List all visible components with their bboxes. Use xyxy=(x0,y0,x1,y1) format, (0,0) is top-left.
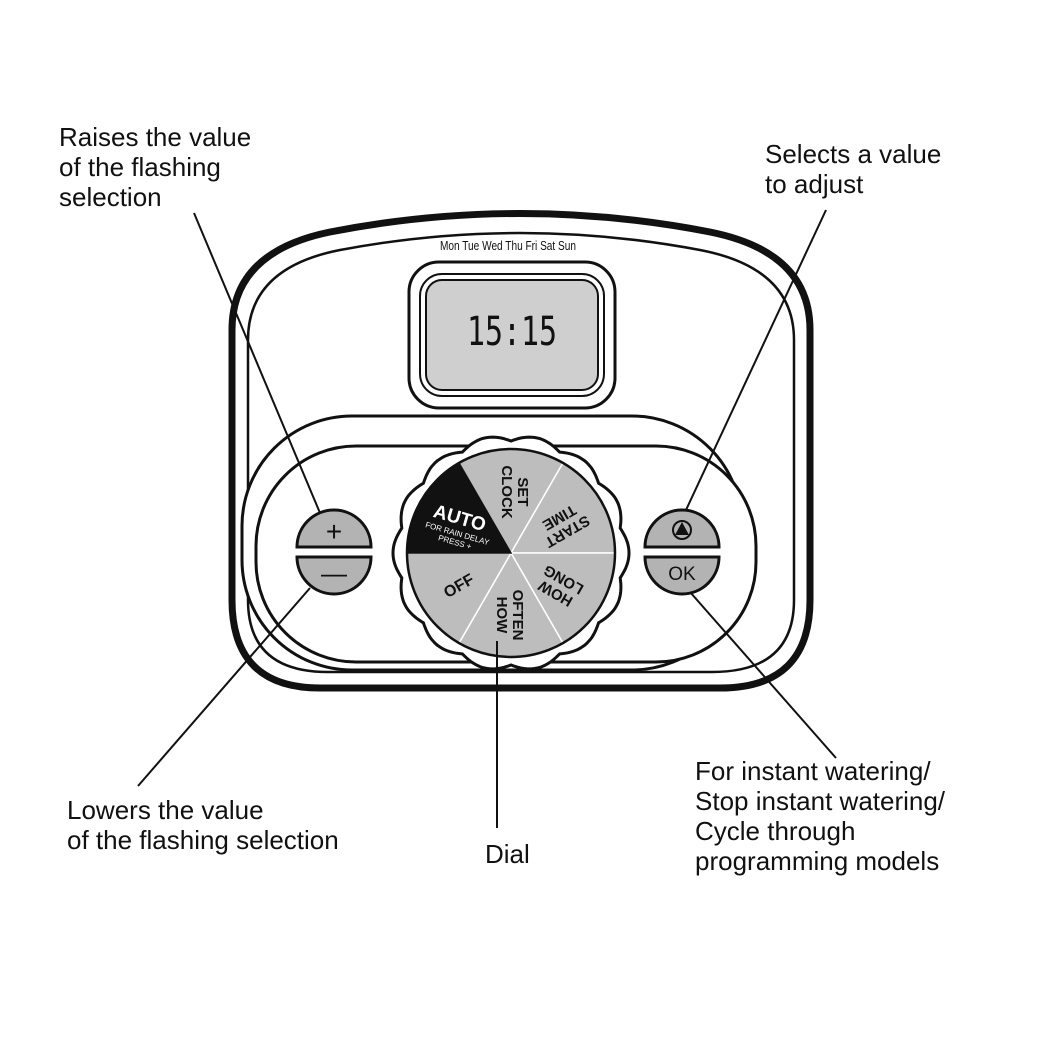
callout-raise-line-1: Raises the value xyxy=(59,122,252,152)
how-often-text-2: OFTEN xyxy=(509,590,526,641)
set-clock-label: SET CLOCK xyxy=(498,465,531,518)
callout-raise: Raises the value of the flashing selecti… xyxy=(59,122,251,212)
callout-instant: For instant watering/ Stop instant water… xyxy=(695,756,945,876)
dial-face-outline xyxy=(405,447,617,659)
callout-raise-line-2: of the flashing xyxy=(59,152,221,182)
clock-text: CLOCK xyxy=(498,465,515,518)
minus-symbol: — xyxy=(321,558,347,588)
leader-line-select xyxy=(685,209,827,511)
device-housing xyxy=(228,210,814,692)
callout-instant-line-4: programming models xyxy=(695,846,940,876)
how-often-text-1: HOW xyxy=(493,597,510,635)
triangle-in-circle-icon xyxy=(672,520,692,540)
callout-lower: Lowers the value of the flashing selecti… xyxy=(67,795,339,855)
callout-select-line-2: to adjust xyxy=(765,169,864,199)
plus-symbol: + xyxy=(326,516,342,547)
callout-instant-line-2: Stop instant watering/ xyxy=(695,786,946,816)
leader-lines xyxy=(137,209,837,828)
callout-instant-line-1: For instant watering/ xyxy=(695,756,931,786)
leader-line-lower xyxy=(137,587,311,787)
days-of-week: Mon Tue Wed Thu Fri Sat Sun xyxy=(440,238,576,253)
leader-line-instant xyxy=(689,591,837,759)
plus-button[interactable]: + xyxy=(295,508,373,549)
callout-dial-line-1: Dial xyxy=(485,839,530,869)
lcd-display: 15:15 xyxy=(407,260,617,410)
callout-lower-line-2: of the flashing selection xyxy=(67,825,339,855)
dial[interactable]: AUTO FOR RAIN DELAY PRESS + SET CLOCK ST… xyxy=(391,435,631,671)
callout-lower-line-1: Lowers the value xyxy=(67,795,264,825)
callout-instant-line-3: Cycle through xyxy=(695,816,856,846)
how-often-label: HOW OFTEN xyxy=(493,590,526,641)
callout-dial: Dial xyxy=(485,839,530,869)
callout-select-line-1: Selects a value xyxy=(765,139,942,169)
ok-label: OK xyxy=(668,564,696,585)
select-button[interactable] xyxy=(643,508,721,549)
callout-raise-line-3: selection xyxy=(59,182,162,212)
minus-button[interactable]: — xyxy=(295,555,373,596)
callout-select: Selects a value to adjust xyxy=(765,139,941,199)
ok-button[interactable]: OK xyxy=(643,555,721,596)
leader-line-raise xyxy=(193,212,321,514)
set-text: SET xyxy=(514,477,531,506)
lcd-time: 15:15 xyxy=(467,309,557,355)
